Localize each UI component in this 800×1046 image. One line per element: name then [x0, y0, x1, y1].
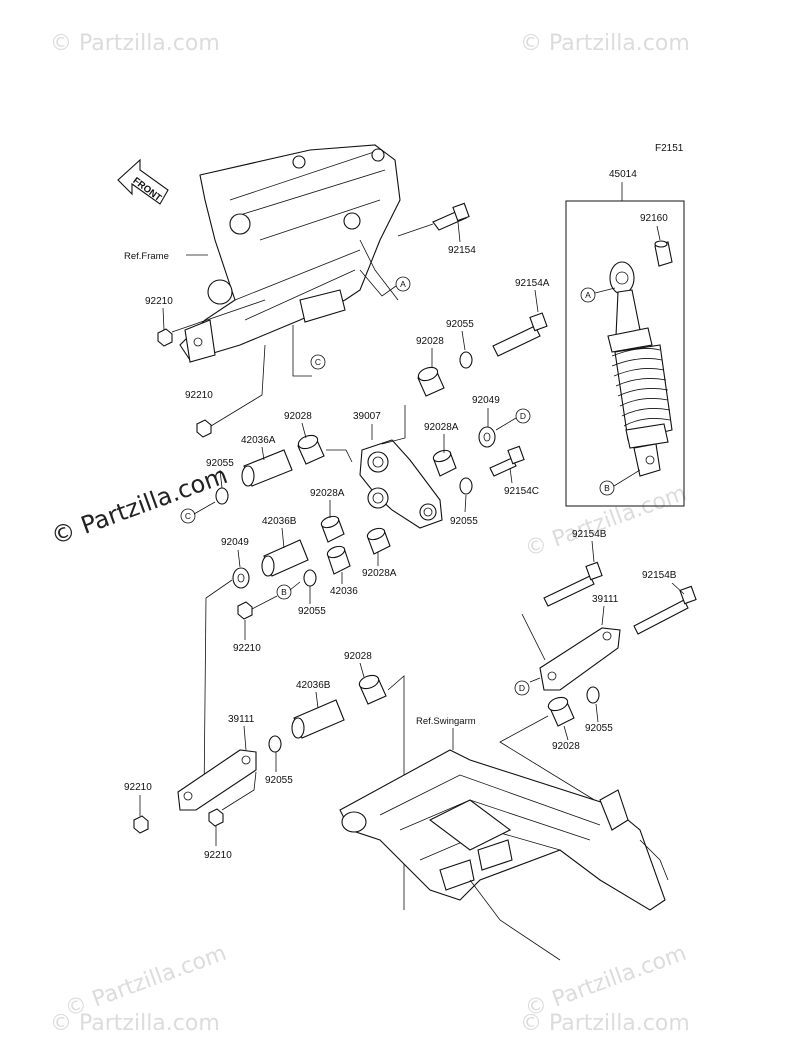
label-92055-e: 92055: [585, 723, 613, 734]
label-92154: 92154: [448, 245, 476, 256]
label-92154B-lower: 92154B: [642, 570, 677, 581]
label-45014: 45014: [609, 169, 637, 180]
nut-92210-top: [157, 328, 173, 347]
link-39111-right: [539, 627, 621, 691]
marker-c-link: C: [180, 508, 196, 524]
washer-92049-b: [232, 567, 250, 589]
label-92154C: 92154C: [504, 486, 539, 497]
watermark-top-right: © Partzilla.com: [520, 31, 690, 56]
bolt-92154A: [492, 312, 548, 357]
bushing-92028-lower-left: [358, 674, 387, 705]
bushing-92028-lower-right: [547, 696, 575, 727]
watermark-top-left: © Partzilla.com: [50, 31, 220, 56]
bushing-92028A-lower: [366, 527, 391, 555]
svg-text:B: B: [604, 483, 610, 493]
bushing-42036: [326, 545, 351, 575]
swingarm-drawing: [339, 749, 669, 961]
oring-92055-b: [459, 477, 473, 495]
frame-drawing: [179, 144, 401, 363]
label-92154A: 92154A: [515, 278, 550, 289]
label-39111-left: 39111: [228, 714, 255, 725]
bushing-92028-left: [297, 434, 325, 465]
shock-absorber-box: [565, 200, 685, 507]
marker-b-shock: B: [599, 480, 615, 496]
label-92028A-mid: 92028A: [310, 488, 345, 499]
oring-92055-f: [268, 735, 282, 753]
marker-d-lower: D: [514, 680, 530, 696]
marker-a-shock: A: [580, 287, 596, 303]
label-92049-a: 92049: [472, 395, 500, 406]
label-92028-left: 92028: [284, 411, 312, 422]
label-42036A: 42036A: [241, 435, 276, 446]
svg-text:C: C: [185, 511, 191, 521]
front-arrow-icon: FRONT: [117, 158, 169, 205]
label-92028A-top: 92028A: [424, 422, 459, 433]
label-92210-third: 92210: [233, 643, 261, 654]
bolt-92154C: [489, 445, 525, 477]
bushing-92160: [654, 240, 673, 267]
label-92055-a: 92055: [446, 319, 474, 330]
shock-absorber-45014: [607, 261, 673, 477]
label-92210-top: 92210: [145, 296, 173, 307]
link-39007: [359, 439, 443, 529]
marker-a-frame: A: [395, 276, 411, 292]
label-42036B-upper: 42036B: [262, 516, 297, 527]
label-92028-lower-right: 92028: [552, 741, 580, 752]
bushing-92028A-top: [432, 449, 457, 477]
sleeve-42036B-upper: [261, 539, 309, 577]
label-92210-fourth: 92210: [124, 782, 152, 793]
label-39007: 39007: [353, 411, 381, 422]
marker-d-top: D: [515, 408, 531, 424]
nut-92210-third: [237, 601, 253, 620]
nut-92210-second: [196, 419, 212, 438]
oring-92055-a: [459, 351, 473, 369]
label-92210-fifth: 92210: [204, 850, 232, 861]
sleeve-42036A: [241, 449, 293, 487]
bolt-92154: [397, 202, 470, 237]
label-92210-second: 92210: [185, 390, 213, 401]
svg-text:A: A: [400, 279, 406, 289]
label-92028-top: 92028: [416, 336, 444, 347]
ref-swingarm-label: Ref.Swingarm: [416, 716, 476, 727]
sleeve-42036B-lower: [291, 699, 345, 739]
label-92049-b: 92049: [221, 537, 249, 548]
oring-92055-d: [303, 569, 317, 587]
oring-92055-e: [586, 686, 600, 704]
svg-text:D: D: [520, 411, 526, 421]
label-92154B-upper: 92154B: [572, 529, 607, 540]
label-42036: 42036: [330, 586, 358, 597]
label-39111-right: 39111: [592, 594, 619, 605]
label-92055-c: 92055: [206, 458, 234, 469]
svg-text:A: A: [585, 290, 591, 300]
label-92055-d: 92055: [298, 606, 326, 617]
bolt-92154B-upper: [543, 561, 603, 607]
link-39111-left: [177, 749, 257, 811]
label-92028-lower-left: 92028: [344, 651, 372, 662]
oring-92055-c: [215, 487, 229, 505]
svg-text:D: D: [519, 683, 525, 693]
marker-b-mid: B: [276, 584, 292, 600]
bushing-92028A-mid: [320, 515, 345, 543]
bolt-92154B-lower: [633, 585, 697, 635]
figure-code: F2151: [655, 143, 684, 154]
marker-c-frame: C: [310, 354, 326, 370]
label-42036B-lower: 42036B: [296, 680, 331, 691]
bushing-92028-top: [417, 366, 445, 397]
nut-92210-fifth: [208, 808, 224, 827]
watermark-bottom-right-2: © Partzilla.com: [520, 1011, 690, 1036]
nut-92210-fourth: [133, 815, 149, 834]
washer-92049-a: [478, 426, 496, 448]
watermark-bottom-left-2: © Partzilla.com: [50, 1011, 220, 1036]
watermark-mid-right: © Partzilla.com: [522, 481, 690, 563]
label-92055-f: 92055: [265, 775, 293, 786]
svg-text:B: B: [281, 587, 287, 597]
label-92055-b: 92055: [450, 516, 478, 527]
svg-text:C: C: [315, 357, 321, 367]
watermark-main: © Partzilla.com: [47, 461, 231, 551]
label-92028A-lower: 92028A: [362, 568, 397, 579]
ref-frame-label: Ref.Frame: [124, 251, 169, 262]
label-92160: 92160: [640, 213, 668, 224]
